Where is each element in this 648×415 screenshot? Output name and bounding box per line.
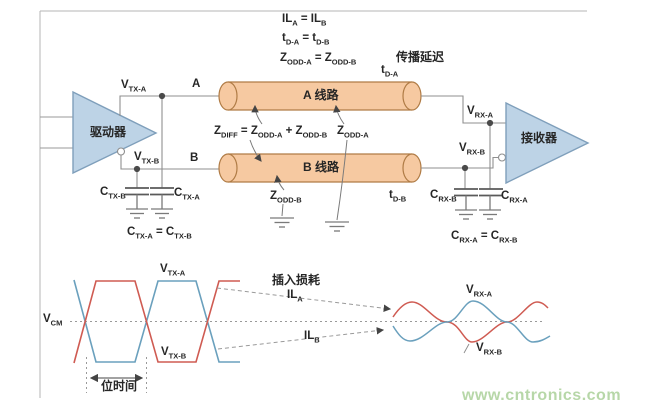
waveform-tx-a-red: [73, 280, 240, 364]
rx-capacitors: [454, 188, 503, 197]
label-c-tx-a: CTX-A: [174, 187, 200, 202]
driver-inverting-bubble: [116, 147, 126, 156]
label-il-b: ILB: [304, 330, 320, 345]
node-v-rx-b: [461, 164, 469, 172]
label-insertion-loss: 插入损耗: [272, 273, 321, 287]
label-v-tx-a: VTX-A: [121, 79, 147, 94]
tx-grounds: [126, 194, 173, 219]
label-net-a: A: [192, 78, 201, 90]
figure-frame: [39, 10, 587, 398]
label-il-a: ILA: [287, 289, 303, 304]
tx-capacitors: [125, 187, 174, 196]
label-v-tx-b: VTX-B: [134, 151, 160, 166]
label-bit-time: 位时间: [101, 379, 138, 393]
receiver-triangle: [505, 101, 590, 185]
driver-triangle: [72, 90, 158, 175]
label-eq-c-tx: CTX-A = CTX-B: [127, 226, 192, 241]
node-v-tx-a: [158, 92, 166, 100]
label-wf-v-rx-b: VRX-B: [476, 342, 503, 357]
label-propagation-delay: 传播延迟: [396, 50, 445, 64]
label-eq-insertion-loss: ILA = ILB: [282, 13, 327, 28]
label-v-rx-b: VRX-B: [459, 142, 486, 157]
mid-grounds: [270, 217, 349, 232]
label-line-a: A 线路: [303, 88, 339, 102]
driver-input-wires: [40, 116, 73, 149]
label-c-tx-b: CTX-B: [100, 186, 126, 201]
tx-wires: [119, 95, 221, 188]
node-v-rx-a: [486, 119, 494, 127]
bit-time-markers: [86, 357, 147, 393]
label-v-rx-a: VRX-A: [467, 105, 494, 120]
site-watermark: www.cntronics.com: [462, 387, 622, 404]
insertion-loss-fan: [216, 287, 392, 350]
rx-wires: [421, 95, 506, 189]
label-z-odd-b: ZODD-B: [270, 190, 302, 205]
rx-grounds: [455, 195, 501, 220]
label-eq-c-rx: CRX-A = CRX-B: [451, 230, 518, 245]
label-wf-v-tx-a: VTX-A: [160, 263, 186, 278]
label-wf-v-rx-a: VRX-A: [466, 284, 493, 299]
label-t-d-b: tD-B: [389, 189, 407, 204]
label-eq-delay: tD-A = tD-B: [282, 32, 330, 47]
label-wf-v-tx-b: VTX-B: [161, 346, 187, 361]
waveform-tx-b-blue: [73, 279, 240, 363]
label-c-rx-b: CRX-B: [430, 189, 457, 204]
label-t-d-a: tD-A: [381, 64, 399, 79]
label-z-odd-a: ZODD-A: [337, 125, 369, 140]
impedance-arrows: [249, 104, 348, 221]
node-v-tx-b: [133, 165, 141, 173]
label-c-rx-a: CRX-A: [501, 190, 528, 205]
label-eq-odd-impedance: ZODD-A = ZODD-B: [280, 52, 357, 67]
rx-b-leader-line: [463, 343, 470, 354]
label-receiver: 接收器: [521, 131, 558, 145]
label-z-diff: ZDIFF = ZODD-A + ZODD-B: [214, 125, 328, 140]
transmission-line-a: [218, 81, 422, 111]
label-v-cm: VCM: [43, 313, 63, 328]
label-net-b: B: [190, 152, 199, 164]
label-line-b: B 线路: [303, 160, 340, 174]
waveform-rx-b-blue: [392, 300, 551, 343]
waveform-rx-a-red: [392, 301, 549, 343]
label-driver: 驱动器: [90, 125, 127, 139]
receiver-inverting-bubble: [497, 153, 507, 162]
